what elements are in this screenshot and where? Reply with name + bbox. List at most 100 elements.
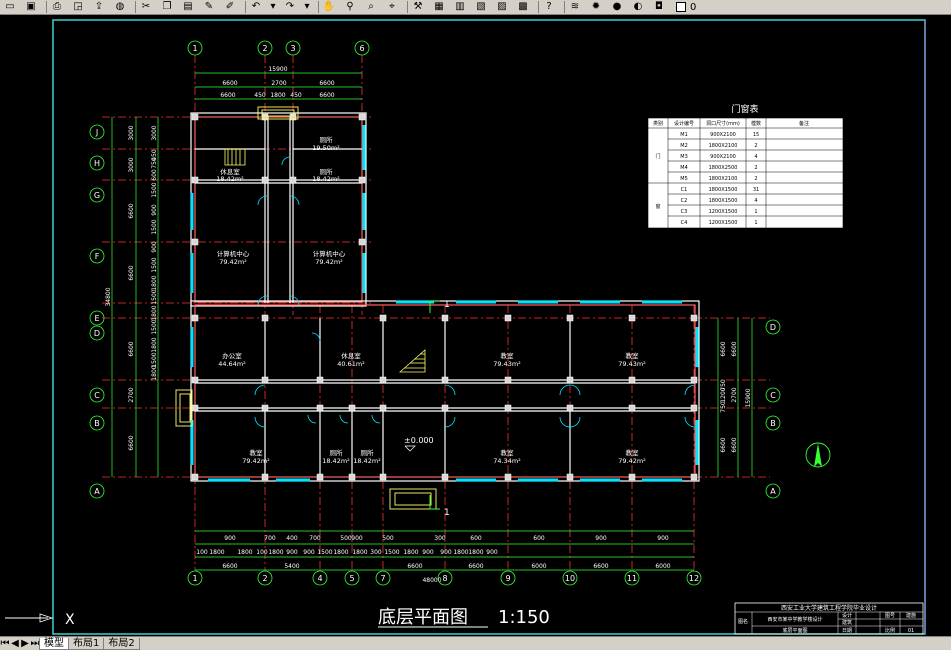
axis-bubble-bottom-6-label: 9 bbox=[505, 574, 510, 583]
dim-bottom-r1-1: 700 bbox=[264, 535, 276, 542]
dim-left-1: 3000 bbox=[128, 157, 135, 172]
table-cell: C4 bbox=[681, 220, 688, 226]
globe-icon[interactable]: ◍ bbox=[115, 1, 125, 12]
tab-layout1[interactable]: 布局1 bbox=[68, 637, 105, 650]
lock-icon[interactable]: ◘ bbox=[655, 1, 663, 12]
dim-right-inner-3: 750 bbox=[720, 401, 727, 413]
drawing-canvas[interactable]: 1 1 ±0.000 厕所 19.50m² 休息室 18.42m² 厕所 18.… bbox=[0, 15, 951, 636]
tab-layout2[interactable]: 布局2 bbox=[103, 637, 140, 650]
save-icon[interactable]: ▣ bbox=[26, 1, 36, 12]
sheetset-icon[interactable]: ▧ bbox=[476, 1, 486, 12]
zoom-realtime-icon[interactable]: ⚲ bbox=[346, 1, 354, 12]
axis-bubble-top-2 bbox=[285, 40, 301, 56]
dim-bottom-r1-10: 900 bbox=[595, 535, 607, 542]
preview-icon[interactable]: ◲ bbox=[73, 1, 83, 12]
paste-icon[interactable]: ▤ bbox=[183, 1, 193, 12]
room-labels: 厕所 19.50m² 休息室 18.42m² 厕所 18.42m² 计算机中心 … bbox=[216, 135, 646, 465]
room-name-8: 教室 bbox=[626, 351, 640, 360]
tab-first-icon[interactable]: ⏮ bbox=[0, 638, 10, 649]
copy-icon[interactable]: ❐ bbox=[162, 1, 172, 12]
axis-bubble-bottom-6 bbox=[500, 570, 516, 586]
room-name-5: 办公室 bbox=[222, 351, 242, 360]
dim-top-r2-0: 6600 bbox=[222, 80, 237, 87]
room-name-3: 计算机中心 bbox=[217, 249, 250, 258]
room-area-11: 18.42m² bbox=[353, 457, 381, 465]
dim-left-total: 34800 bbox=[105, 287, 112, 306]
dim-top-r2-1: 2700 bbox=[271, 80, 286, 87]
tab-prev-icon[interactable]: ◀ bbox=[11, 638, 19, 649]
zoom-window-icon[interactable]: ⌕ bbox=[368, 1, 374, 12]
tb-field-d: 比例 bbox=[885, 627, 895, 634]
tab-next-icon[interactable]: ▶ bbox=[21, 638, 29, 649]
tb-field-b: 建筑 bbox=[842, 619, 852, 626]
dim-bottom-r2-5: 900 bbox=[286, 549, 298, 556]
group-door: 门 bbox=[655, 153, 660, 160]
toolpalette-icon[interactable]: ▥ bbox=[455, 1, 465, 12]
room-name-7: 教室 bbox=[501, 351, 515, 360]
axis-bubble-bottom-2-label: 4 bbox=[317, 574, 322, 583]
dim-left-inner-7: 900 bbox=[151, 241, 158, 253]
room-name-2: 厕所 bbox=[320, 167, 334, 176]
block-icon[interactable]: ✐ bbox=[225, 1, 235, 12]
matchprop-icon[interactable]: ✎ bbox=[204, 1, 214, 12]
tab-last-icon[interactable]: ⏭ bbox=[30, 638, 40, 649]
axis-bubble-left-0-label: J bbox=[95, 128, 98, 137]
table-cell: 4 bbox=[754, 154, 757, 160]
axis-bubble-right-3 bbox=[765, 483, 781, 499]
room-area-6: 40.61m² bbox=[337, 360, 365, 368]
dim-bottom-r2-0: 100 bbox=[196, 549, 208, 556]
dim-right-0: 6600 bbox=[731, 341, 738, 356]
walls bbox=[190, 112, 700, 482]
room-name-10: 厕所 bbox=[330, 448, 344, 457]
axis-bubble-left-7 bbox=[89, 415, 105, 431]
axis-bubble-top-3 bbox=[354, 40, 370, 56]
table-cell: 1800X2100 bbox=[709, 176, 738, 182]
undo-icon[interactable]: ↶ bbox=[251, 1, 261, 12]
dim-top-r2-2: 6600 bbox=[319, 80, 334, 87]
table-cell: 1800X1500 bbox=[709, 187, 738, 193]
properties-icon[interactable]: ⚒ bbox=[413, 1, 423, 12]
dim-right-total: 15900 bbox=[745, 388, 752, 407]
designcenter-icon[interactable]: ▦ bbox=[434, 1, 444, 12]
layers-icon[interactable]: ≋ bbox=[570, 1, 580, 12]
layer-dropdown[interactable]: 0 bbox=[690, 1, 697, 13]
dim-bottom-r1-2: 400 bbox=[286, 535, 298, 542]
dim-left-inner-13: 1800 bbox=[151, 337, 158, 352]
tb-field-e: 日期 bbox=[842, 628, 852, 634]
dropdown-icon[interactable]: ▾ bbox=[304, 1, 310, 12]
markup-icon[interactable]: ▨ bbox=[497, 1, 507, 12]
print-icon[interactable]: ⎙ bbox=[53, 1, 61, 12]
dim-bottom-r1-6: 500 bbox=[382, 535, 394, 542]
dim-left-0: 3000 bbox=[128, 125, 135, 140]
dim-top-r3-1: 450 bbox=[254, 92, 266, 99]
new-icon[interactable]: ▭ bbox=[5, 1, 15, 12]
dim-bottom-main-5: 6600 bbox=[593, 563, 608, 570]
tab-model[interactable]: 模型 bbox=[39, 637, 69, 650]
table-cell: 1800X2100 bbox=[709, 143, 738, 149]
cut-icon[interactable]: ✂ bbox=[141, 1, 151, 12]
help-icon[interactable]: ? bbox=[546, 1, 552, 12]
axis-bubble-left-1-label: H bbox=[94, 159, 100, 168]
table-cell: 2 bbox=[754, 143, 757, 149]
bulb-icon[interactable]: ✹ bbox=[591, 1, 601, 12]
freeze-icon[interactable]: ◐ bbox=[633, 1, 643, 12]
dim-left-inner-0: 3000 bbox=[151, 125, 158, 140]
dim-bottom-main-4: 6000 bbox=[531, 563, 546, 570]
dropdown-icon[interactable]: ▾ bbox=[270, 1, 276, 12]
dim-bottom-r1-3: 700 bbox=[309, 535, 321, 542]
axis-bubble-bottom-5-label: 8 bbox=[442, 574, 447, 583]
zoom-previous-icon[interactable]: ⌖ bbox=[389, 1, 395, 12]
publish-icon[interactable]: ⇪ bbox=[94, 1, 104, 12]
room-name-0: 厕所 bbox=[320, 135, 334, 144]
redo-icon[interactable]: ↷ bbox=[285, 1, 295, 12]
room-name-6: 休息室 bbox=[341, 351, 361, 360]
dim-left-3: 6600 bbox=[128, 265, 135, 280]
sun-icon[interactable]: ● bbox=[612, 1, 622, 12]
pan-icon[interactable]: ✋ bbox=[322, 1, 336, 12]
table-cell: M1 bbox=[680, 132, 688, 138]
axis-bubble-bottom-8 bbox=[624, 570, 640, 586]
dim-bottom-main-6: 6000 bbox=[655, 563, 670, 570]
table-cell: 4 bbox=[754, 198, 757, 204]
layer-color-swatch[interactable] bbox=[676, 2, 686, 12]
calculator-icon[interactable]: ▩ bbox=[518, 1, 528, 12]
